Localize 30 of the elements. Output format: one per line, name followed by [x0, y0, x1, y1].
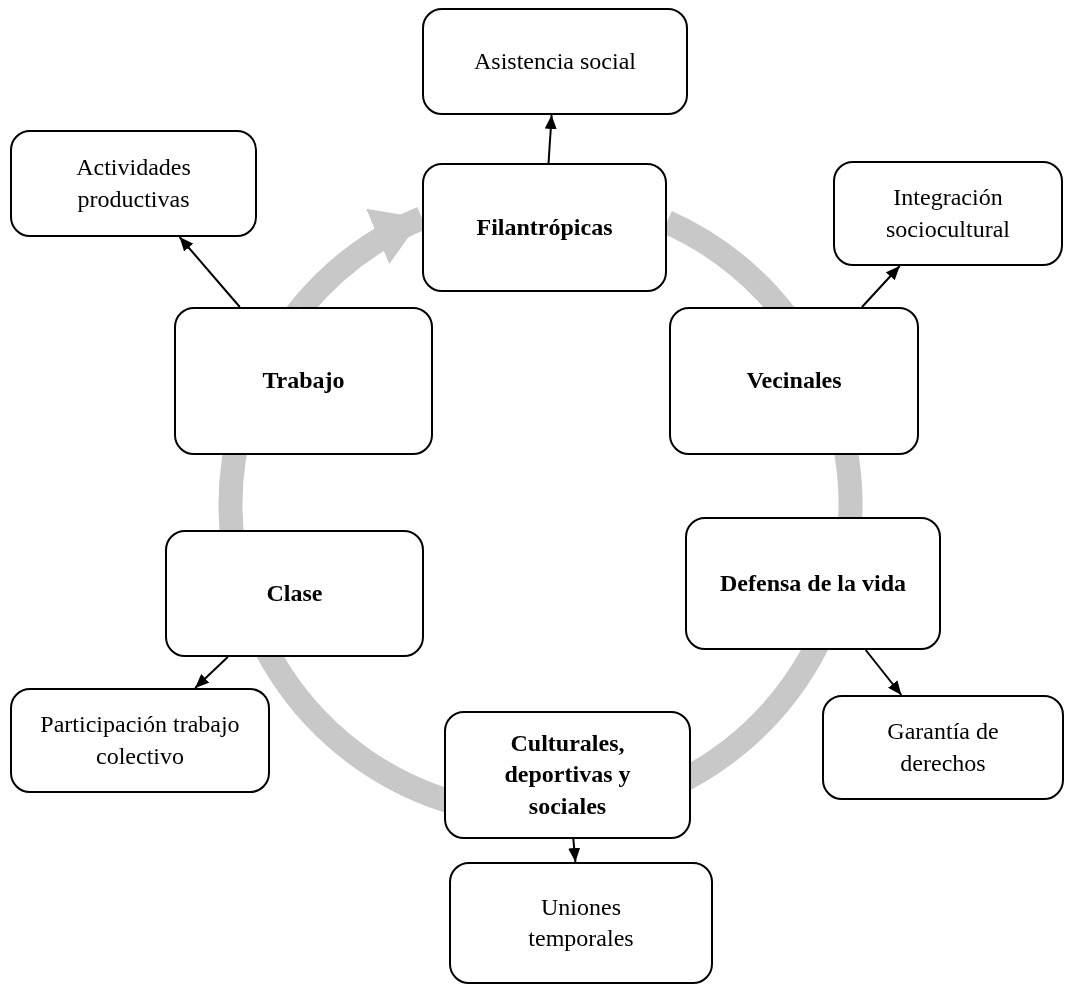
category-label: Vecinales	[746, 366, 842, 396]
outcome-box	[822, 695, 1064, 800]
outcome-label: Asistencia social	[474, 46, 636, 76]
category-box	[444, 711, 691, 839]
category-label: Trabajo	[262, 366, 345, 396]
outcome-box	[10, 688, 270, 793]
outcome-box	[422, 8, 688, 115]
category-box	[174, 307, 433, 455]
arrow	[864, 649, 903, 696]
outcome-label: Garantía de derechos	[886, 717, 1000, 778]
category-box	[165, 530, 424, 657]
category-box	[669, 307, 919, 455]
outcome-label: Actividades productivas	[75, 153, 192, 214]
category-label: Filantrópicas	[476, 212, 613, 242]
outcome-label: Uniones temporales	[527, 892, 635, 953]
category-box	[422, 163, 667, 292]
outcome-box	[449, 862, 713, 984]
arrow	[568, 838, 581, 863]
outcome-label: Integración sociocultural	[885, 183, 1011, 244]
category-box	[685, 517, 941, 650]
arrow	[544, 114, 557, 164]
outcome-box	[833, 161, 1063, 266]
outcome-box	[10, 130, 257, 237]
category-label: Clase	[266, 578, 323, 608]
category-label: Culturales, deportivas y sociales	[503, 729, 632, 821]
arrow	[178, 236, 241, 308]
outcome-label: Participación trabajo colectivo	[40, 710, 240, 771]
arrow	[861, 265, 901, 308]
category-label: Defensa de la vida	[720, 568, 906, 598]
arrow	[194, 656, 229, 689]
